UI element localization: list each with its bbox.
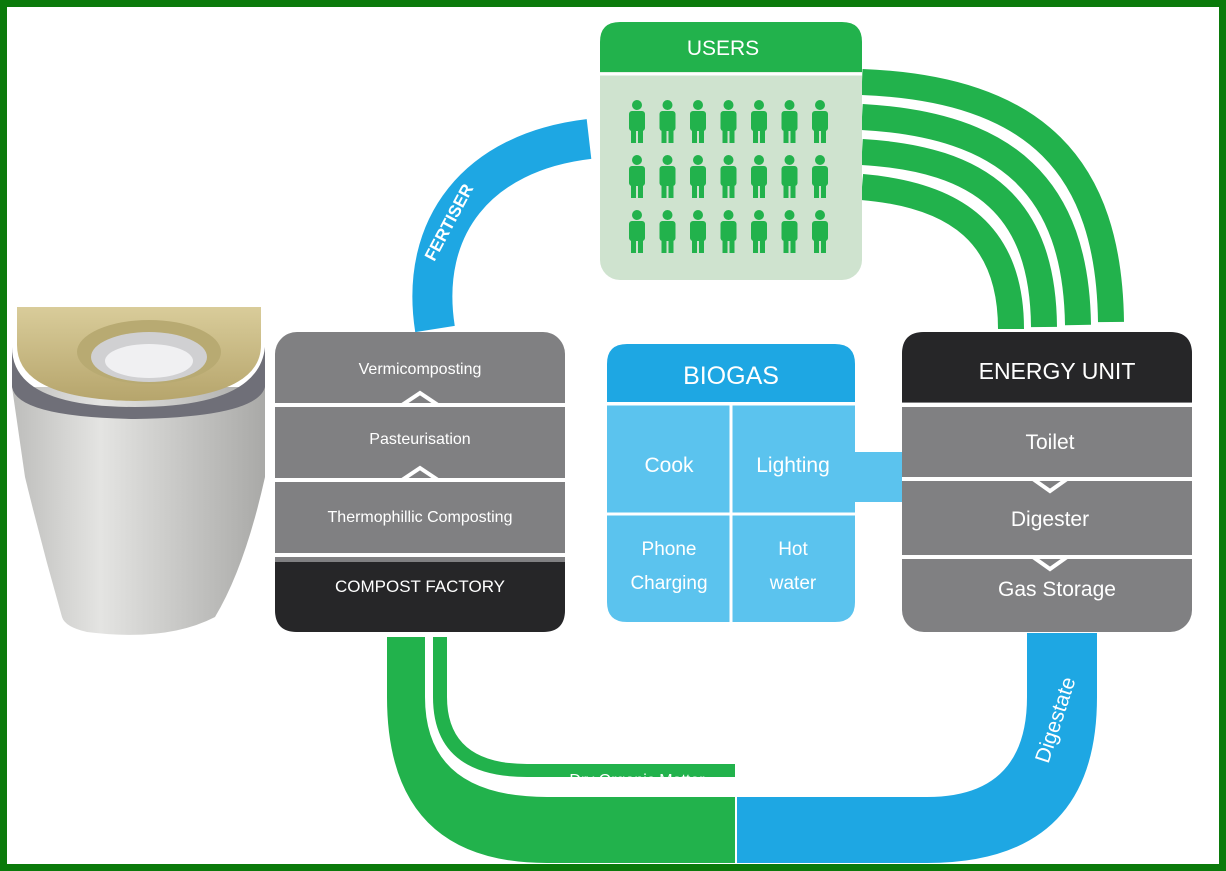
person-icon: [781, 210, 798, 253]
person-icon: [629, 100, 645, 143]
biogas-energy-connector: [854, 452, 902, 502]
compost-factory-title: COMPOST FACTORY: [335, 577, 505, 596]
biogas-use-lighting: Lighting: [756, 454, 830, 477]
biogas-box: [607, 344, 855, 622]
person-icon: [812, 210, 828, 253]
person-icon: [659, 100, 676, 143]
person-icon: [720, 155, 737, 198]
person-icon: [720, 100, 737, 143]
biogas-title: BIOGAS: [683, 362, 779, 390]
users-title: USERS: [687, 37, 759, 60]
person-icon: [659, 155, 676, 198]
users-people-grid: [629, 100, 828, 253]
person-icon: [812, 155, 828, 198]
biogas-use-phone-line2: Charging: [630, 573, 707, 594]
diagram-frame: FERTISER Dry Organic Matter Digestate US…: [7, 7, 1219, 864]
person-icon: [781, 155, 798, 198]
person-icon: [812, 100, 828, 143]
person-icon: [751, 155, 767, 198]
person-icon: [720, 210, 737, 253]
energy-step-gas-storage: Gas Storage: [998, 578, 1116, 601]
person-icon: [690, 210, 706, 253]
person-icon: [690, 100, 706, 143]
person-icon: [751, 100, 767, 143]
person-icon: [751, 210, 767, 253]
biogas-use-phone-line1: Phone: [642, 539, 697, 560]
biogas-use-hot-line2: water: [769, 573, 817, 594]
biogas-use-cook: Cook: [644, 454, 694, 477]
digestate-flow: [737, 633, 1097, 863]
energy-step-digester: Digester: [1011, 508, 1089, 531]
dry-organic-matter-flow: [387, 637, 735, 863]
biogas-use-hot-line1: Hot: [778, 539, 808, 560]
compost-step-pasteurisation: Pasteurisation: [369, 431, 470, 448]
compost-factory-box: [275, 332, 565, 632]
fertiliser-flow: [412, 119, 592, 333]
sanitation-cycle-diagram: FERTISER Dry Organic Matter Digestate US…: [12, 22, 1192, 863]
person-icon: [781, 100, 798, 143]
person-icon: [690, 155, 706, 198]
compost-step-vermicomposting: Vermicomposting: [359, 361, 482, 378]
person-icon: [629, 210, 645, 253]
toilet-illustration: [12, 307, 265, 635]
person-icon: [659, 210, 676, 253]
energy-unit-box: [902, 332, 1192, 632]
energy-unit-title: ENERGY UNIT: [979, 358, 1136, 384]
compost-step-thermophillic: Thermophillic Composting: [328, 509, 513, 526]
users-to-energy-flow: [860, 69, 1124, 330]
person-icon: [629, 155, 645, 198]
energy-step-toilet: Toilet: [1025, 431, 1074, 454]
dry-organic-matter-label: Dry Organic Matter: [569, 772, 705, 789]
